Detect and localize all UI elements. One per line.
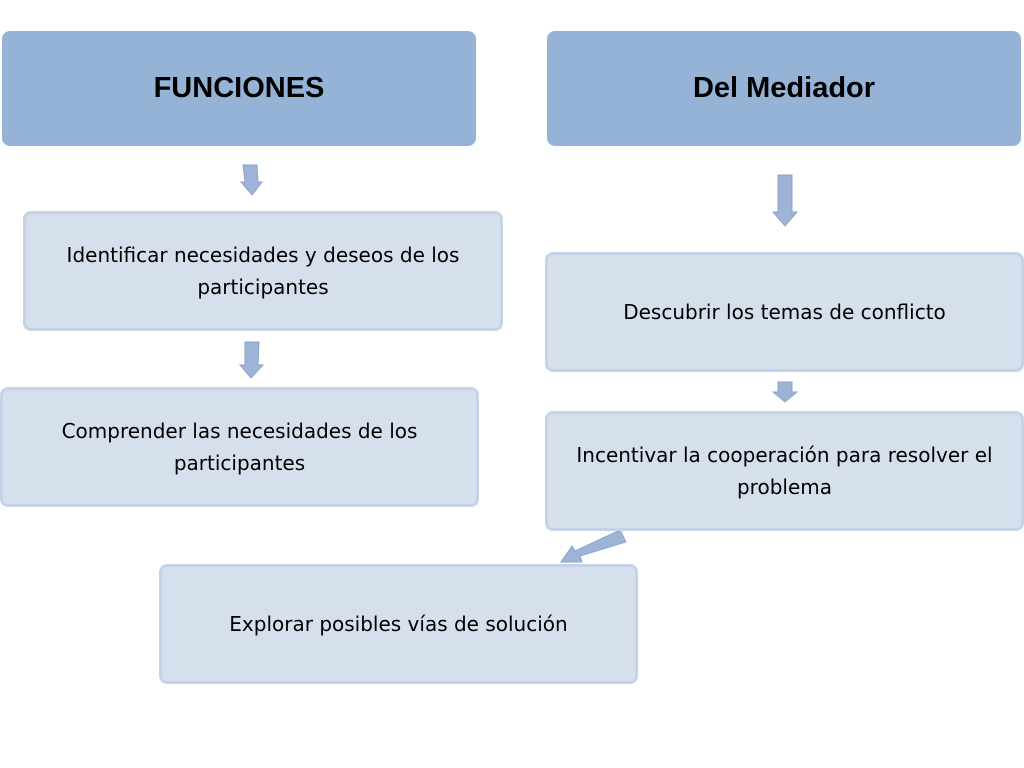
node-explorar-label: Explorar posibles vías de solución <box>229 612 568 636</box>
header-funciones-label: FUNCIONES <box>153 72 325 104</box>
node-identificar: Identificar necesidades y deseos de los … <box>23 211 503 331</box>
header-del-mediador-label: Del Mediador <box>692 72 876 104</box>
arrow-down-icon <box>771 381 799 403</box>
node-comprender-label: Comprender las necesidades de los partic… <box>61 419 418 475</box>
node-incentivar-label: Incentivar la cooperación para resolver … <box>576 443 993 499</box>
arrow-diagonal-icon <box>560 529 627 563</box>
node-incentivar: Incentivar la cooperación para resolver … <box>545 411 1024 531</box>
node-comprender: Comprender las necesidades de los partic… <box>0 387 479 507</box>
arrow-down-icon <box>239 164 264 196</box>
header-funciones: FUNCIONES <box>2 31 476 146</box>
node-explorar: Explorar posibles vías de solución <box>159 564 638 684</box>
node-descubrir-label: Descubrir los temas de conflicto <box>623 300 946 324</box>
node-identificar-label: Identificar necesidades y deseos de los … <box>66 243 460 299</box>
header-del-mediador: Del Mediador <box>547 31 1021 146</box>
arrow-down-icon <box>238 341 265 379</box>
node-descubrir: Descubrir los temas de conflicto <box>545 252 1024 372</box>
arrow-down-icon <box>771 174 799 227</box>
